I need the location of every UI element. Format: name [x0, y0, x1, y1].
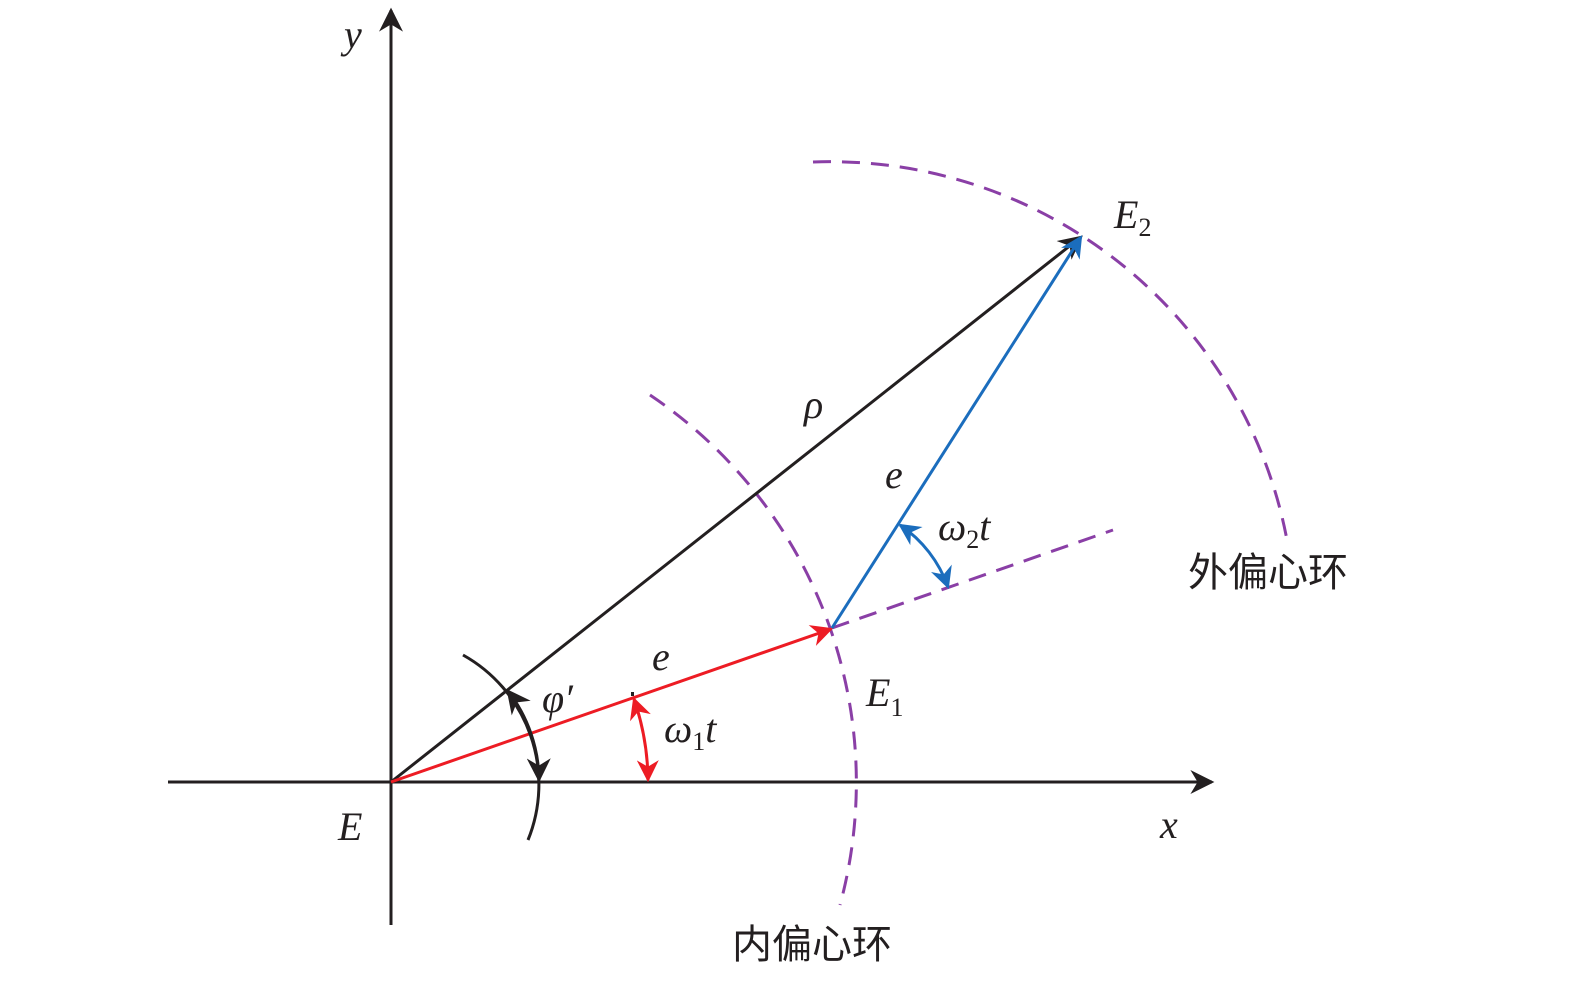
omega2-t: t — [979, 504, 991, 549]
e1-extension-dashed-line — [831, 528, 1114, 630]
e2-subscript: 2 — [1138, 213, 1151, 242]
inner-ring-arc — [649, 393, 858, 906]
omega1-angle-arrow — [630, 696, 659, 783]
omega2-subscript: 2 — [966, 525, 979, 554]
phi-angle-arrow — [506, 689, 551, 783]
e1-subscript: 1 — [890, 693, 903, 722]
blue-e-label: e — [885, 452, 903, 497]
phi-label: φ′ — [542, 676, 574, 721]
outer-ring-label: 外偏心环 — [1188, 550, 1348, 596]
rho-vector — [390, 235, 1083, 784]
omega2t-label: ω2t — [938, 504, 991, 554]
inner-ring-label: 内偏心环 — [732, 922, 892, 968]
e2-letter: E — [1113, 192, 1138, 237]
blue-e-vector — [830, 235, 1083, 629]
omega2-symbol: ω — [938, 504, 966, 549]
y-axis-label: y — [340, 12, 362, 57]
phi-angle-arc — [462, 653, 541, 841]
x-axis-label: x — [1159, 802, 1178, 847]
omega1-t: t — [705, 706, 717, 751]
origin-label: E — [337, 804, 362, 849]
e2-label: E2 — [1113, 192, 1151, 242]
red-e-vector — [390, 625, 834, 784]
omega1-symbol: ω — [664, 706, 692, 751]
outer-ring-arc — [812, 160, 1289, 541]
omega1t-label: ω1t — [664, 706, 717, 756]
omega1-tick — [631, 692, 634, 696]
omega2-angle-arrow — [898, 523, 952, 590]
omega1-subscript: 1 — [692, 727, 705, 756]
rho-label: ρ — [802, 382, 823, 427]
red-e-label: e — [652, 634, 670, 679]
e1-letter: E — [865, 670, 890, 715]
e1-label: E1 — [865, 670, 903, 722]
